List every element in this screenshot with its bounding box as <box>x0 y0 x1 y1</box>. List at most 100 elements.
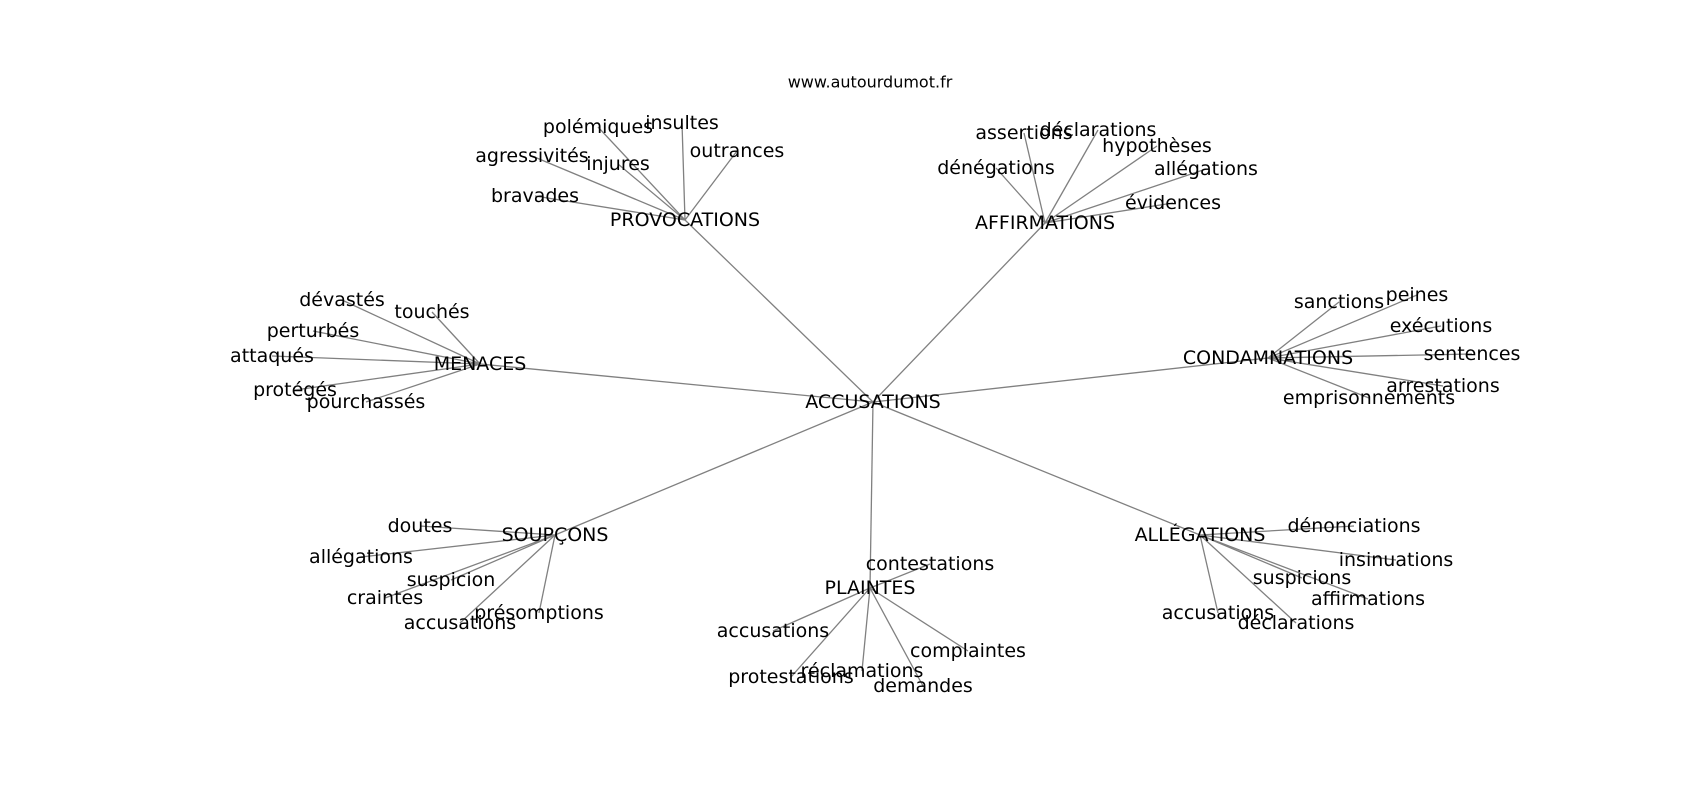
leaf-word: contestations <box>866 553 995 575</box>
leaf-word: sentences <box>1424 343 1521 365</box>
leaf-word: attaqués <box>230 345 314 367</box>
leaf-word: accusations <box>404 612 516 634</box>
leaf-word: demandes <box>873 675 973 697</box>
edge-group-to-word <box>617 163 686 221</box>
group-node: ALLÉGATIONS <box>1135 523 1266 546</box>
leaf-word: assertions <box>975 122 1072 144</box>
group-node: AFFIRMATIONS <box>975 212 1115 234</box>
leaf-word: allégations <box>1154 158 1258 180</box>
edge-group-to-word <box>861 587 871 672</box>
source-site: www.autourdumot.fr <box>788 73 953 92</box>
edge-group-to-word <box>1267 294 1418 359</box>
group-node: PLAINTES <box>825 577 916 599</box>
leaf-word: pourchassés <box>307 391 426 413</box>
edge-group-to-word <box>1199 534 1297 624</box>
edge-group-to-word <box>684 150 738 221</box>
group-node: MENACES <box>434 353 527 375</box>
edge-group-to-word <box>1267 301 1340 359</box>
edge-center-to-group <box>554 401 874 536</box>
leaf-word: présomptions <box>474 602 604 624</box>
edge-group-to-word <box>450 534 556 581</box>
group-node: CONDAMNATIONS <box>1183 347 1353 369</box>
edge-group-to-word <box>772 587 871 632</box>
edge-center-to-group <box>869 401 874 589</box>
leaf-word: accusations <box>1162 602 1274 624</box>
leaf-word: peines <box>1386 284 1449 306</box>
leaf-word: dénonciations <box>1287 515 1420 537</box>
leaf-word: suspicions <box>1253 567 1351 589</box>
edge-group-to-word <box>1199 534 1219 614</box>
leaf-word: évidences <box>1125 192 1221 214</box>
leaf-word: réclamations <box>801 660 924 682</box>
leaf-word: complaintes <box>910 640 1026 662</box>
leaf-word: affirmations <box>1311 588 1425 610</box>
group-node: SOUPÇONS <box>502 524 609 546</box>
leaf-word: emprisonnements <box>1283 387 1455 409</box>
leaf-word: protestations <box>728 666 854 688</box>
edge-group-to-word <box>1199 534 1397 561</box>
leaf-word: hypothèses <box>1102 135 1212 157</box>
edge-group-to-word <box>869 587 924 687</box>
leaf-word: agressivités <box>475 145 588 167</box>
edge-group-to-word <box>1267 357 1370 399</box>
edge-group-to-word <box>1199 525 1355 536</box>
leaf-word: insinuations <box>1339 549 1454 571</box>
edge-group-to-word <box>1199 534 1369 600</box>
edge-group-to-word <box>1044 129 1099 224</box>
leaf-word: déclarations <box>1040 119 1157 141</box>
edge-group-to-word <box>531 155 686 221</box>
edge-center-to-group <box>872 357 1269 403</box>
edge-group-to-word <box>790 587 871 678</box>
leaf-word: suspicion <box>407 569 496 591</box>
leaf-word: doutes <box>388 515 453 537</box>
edge-group-to-word <box>1267 357 1444 387</box>
edge-group-to-word <box>597 126 686 221</box>
edge-group-to-word <box>995 167 1046 224</box>
edge-center-to-group <box>872 222 1046 403</box>
group-node: PROVOCATIONS <box>610 209 760 231</box>
edge-group-to-word <box>459 534 556 624</box>
edge-group-to-word <box>869 587 969 652</box>
leaf-word: déclarations <box>1238 612 1355 634</box>
edge-group-to-word <box>869 563 931 589</box>
edge-group-to-word <box>365 363 481 403</box>
labels-layer: www.autourdumot.fr ACCUSATIONS polémique… <box>230 73 1520 698</box>
edge-group-to-word <box>271 355 481 365</box>
edge-center-to-group <box>479 363 874 403</box>
edge-group-to-word <box>534 195 686 221</box>
leaf-word: outrances <box>690 140 785 162</box>
edge-group-to-word <box>1267 325 1442 359</box>
edge-group-to-word <box>681 122 686 221</box>
leaf-word: touchés <box>394 301 469 323</box>
leaf-word: sanctions <box>1294 291 1384 313</box>
edge-group-to-word <box>1023 132 1046 224</box>
center-word: ACCUSATIONS <box>805 391 940 413</box>
leaf-word: craintes <box>347 587 423 609</box>
edge-group-to-word <box>431 311 481 365</box>
leaf-word: bravades <box>491 185 579 207</box>
edge-group-to-word <box>1044 145 1158 224</box>
leaf-word: allégations <box>309 546 413 568</box>
edge-group-to-word <box>419 525 556 536</box>
edge-group-to-word <box>312 330 481 365</box>
leaf-word: dénégations <box>937 157 1054 179</box>
edge-group-to-word <box>341 299 481 365</box>
edge-group-to-word <box>538 534 556 614</box>
edge-group-to-word <box>1044 202 1174 224</box>
edge-group-to-word <box>360 534 556 558</box>
leaf-word: perturbés <box>267 320 360 342</box>
leaf-word: arrestations <box>1386 375 1500 397</box>
edge-center-to-group <box>872 401 1201 536</box>
leaf-word: polémiques <box>543 116 653 138</box>
leaf-word: injures <box>586 153 650 175</box>
edge-group-to-word <box>294 363 481 391</box>
edge-group-to-word <box>1267 353 1473 359</box>
edge-group-to-word <box>1044 168 1207 224</box>
edges-layer <box>271 122 1473 687</box>
leaf-word: insultes <box>645 112 719 134</box>
leaf-word: accusations <box>717 620 829 642</box>
edge-center-to-group <box>684 219 874 403</box>
leaf-word: protégés <box>253 379 337 401</box>
leaf-word: exécutions <box>1390 315 1493 337</box>
